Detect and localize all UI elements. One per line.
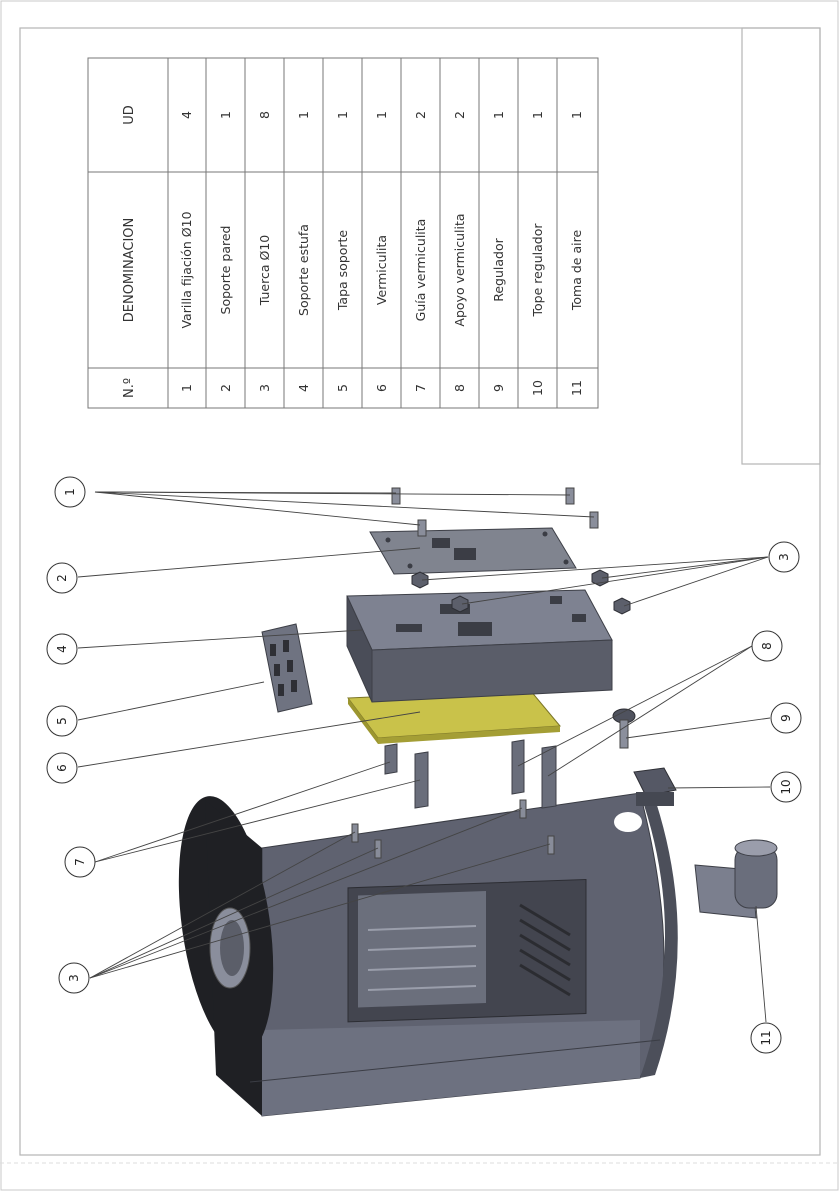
row-10-number: 10	[530, 380, 545, 396]
svg-text:8: 8	[760, 642, 774, 650]
row-8-name: Apoyo vermiculita	[452, 213, 467, 326]
svg-text:1: 1	[63, 488, 77, 496]
svg-text:7: 7	[73, 858, 87, 866]
balloon-3-bottom: 3	[59, 963, 89, 993]
row-2-number: 2	[218, 384, 233, 392]
row-9-qty: 1	[491, 111, 506, 119]
row-1-qty: 4	[179, 111, 194, 119]
row-1-name: Varilla fijación Ø10	[179, 211, 194, 328]
svg-text:3: 3	[777, 553, 791, 561]
row-8-qty: 2	[452, 111, 467, 119]
header-denominacion: DENOMINACION	[122, 218, 137, 323]
row-10-qty: 1	[530, 111, 545, 119]
row-9-number: 9	[491, 384, 506, 392]
balloon-4: 4	[47, 634, 77, 664]
svg-text:6: 6	[55, 764, 69, 772]
svg-text:10: 10	[779, 779, 793, 794]
row-11-name: Toma de aire	[569, 230, 584, 312]
balloon-10: 10	[771, 772, 801, 802]
svg-text:4: 4	[55, 645, 69, 653]
balloon-6: 6	[47, 753, 77, 783]
row-5-name: Tapa soporte	[335, 230, 350, 312]
row-3-name: Tuerca Ø10	[257, 235, 272, 307]
row-3-number: 3	[257, 384, 272, 392]
row-6-name: Vermiculita	[374, 235, 389, 305]
row-9-name: Regulador	[491, 237, 506, 301]
balloon-2: 2	[47, 563, 77, 593]
balloon-8: 8	[752, 631, 782, 661]
row-1-number: 1	[179, 384, 194, 392]
balloon-1: 1	[55, 477, 85, 507]
row-5-qty: 1	[335, 111, 350, 119]
svg-text:3: 3	[67, 974, 81, 982]
wall-support	[370, 528, 576, 574]
header-ud: UD	[122, 105, 137, 125]
row-7-number: 7	[413, 384, 428, 392]
svg-text:5: 5	[55, 717, 69, 725]
balloon-5: 5	[47, 706, 77, 736]
row-6-number: 6	[374, 384, 389, 392]
row-3-qty: 8	[257, 111, 272, 119]
svg-text:11: 11	[759, 1030, 773, 1045]
header-number: N.º	[122, 378, 137, 398]
svg-text:2: 2	[55, 574, 69, 582]
row-11-number: 11	[569, 380, 584, 396]
row-5-number: 5	[335, 384, 350, 392]
stove-body	[164, 790, 677, 1116]
row-4-name: Soporte estufa	[296, 224, 311, 316]
row-2-qty: 1	[218, 111, 233, 119]
row-10-name: Tope regulador	[530, 223, 545, 318]
row-6-qty: 1	[374, 111, 389, 119]
balloon-7: 7	[65, 847, 95, 877]
row-4-number: 4	[296, 384, 311, 392]
row-11-qty: 1	[569, 111, 584, 119]
row-4-qty: 1	[296, 111, 311, 119]
balloon-3-top: 3	[769, 542, 799, 572]
svg-text:9: 9	[779, 714, 793, 722]
balloon-9: 9	[771, 703, 801, 733]
row-8-number: 8	[452, 384, 467, 392]
stove-support	[347, 590, 612, 702]
row-2-name: Soporte pared	[218, 226, 233, 315]
row-7-qty: 2	[413, 111, 428, 119]
row-7-name: Guía vermiculita	[413, 219, 428, 322]
balloon-11: 11	[751, 1023, 781, 1053]
